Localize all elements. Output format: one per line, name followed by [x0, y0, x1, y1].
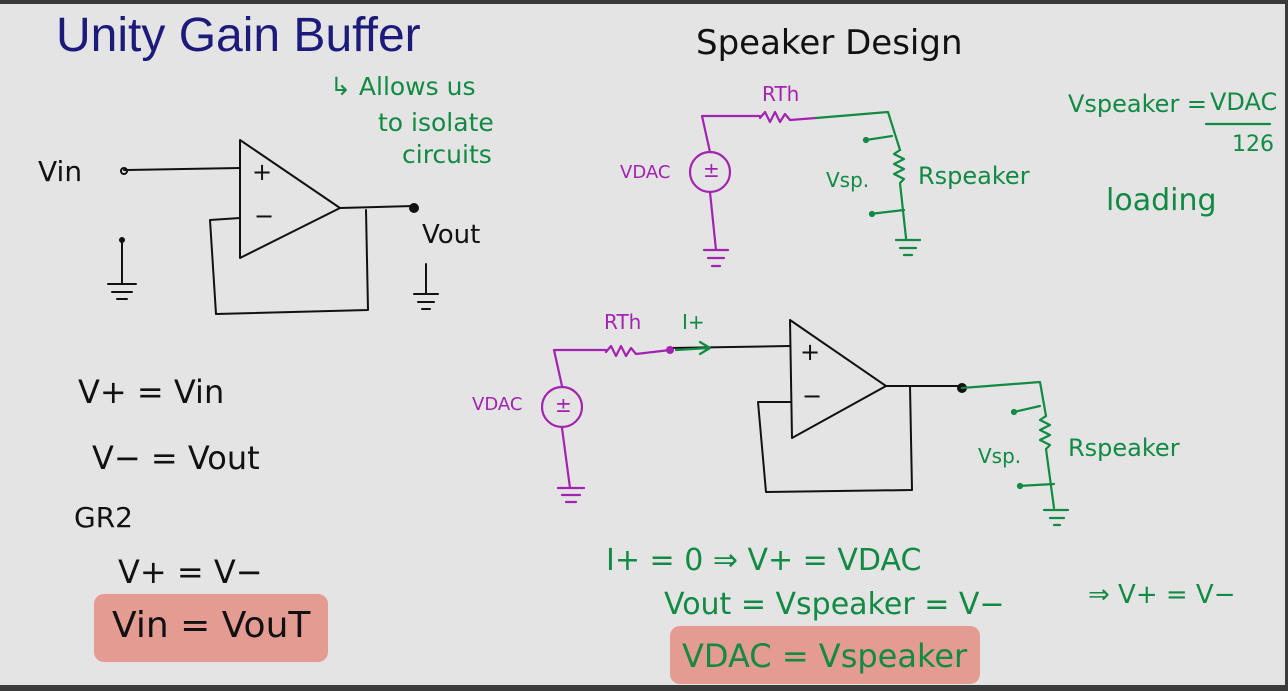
buffer-rspeaker-label: Rspeaker	[1068, 434, 1180, 462]
vin-label: Vin	[38, 155, 83, 188]
buffer-source-sign: ±	[555, 393, 572, 417]
equation-vminus: V− = Vout	[92, 439, 260, 477]
opamp-left-triangle	[239, 139, 341, 259]
vin-terminal	[120, 167, 128, 175]
vspeaker-formula-denominator: 126	[1232, 132, 1274, 157]
top-rspeaker-label: Rspeaker	[918, 162, 1030, 190]
top-source-wire	[700, 114, 762, 154]
vin-wire	[123, 167, 241, 171]
ground-right	[413, 263, 439, 310]
top-vdac-label: VDAC	[620, 162, 671, 183]
highlight-vdac-vspeaker	[670, 626, 980, 684]
buffer-feedback	[757, 385, 913, 493]
ground-left	[107, 239, 137, 300]
note-line-3: circuits	[402, 140, 492, 169]
bottom-rspeaker-resistor	[1038, 414, 1056, 510]
vout-terminal	[409, 203, 419, 213]
golden-rule-label: GR2	[74, 501, 133, 534]
opamp-buffer-plus: +	[800, 338, 821, 366]
bottom-rth-resistor	[604, 344, 672, 358]
buffer-vdac-label: VDAC	[472, 394, 523, 415]
vspeaker-formula-left: Vspeaker =	[1068, 90, 1208, 118]
top-rspeaker-resistor	[892, 148, 908, 240]
vspeaker-formula-numerator: VDAC	[1210, 88, 1278, 116]
top-speaker-ground	[894, 236, 922, 257]
equation-vplus-vminus: V+ = V−	[118, 553, 263, 591]
result-vin-vout: Vin = VouT	[112, 605, 311, 646]
bottom-speaker-ground	[1042, 508, 1070, 527]
window-right-edge	[1285, 0, 1288, 691]
top-vsp-label: Vsp.	[826, 168, 870, 192]
equation-vout-vspeaker: Vout = Vspeaker = V−	[664, 587, 1005, 622]
buffer-rth-label: RTh	[604, 310, 642, 334]
output-wire	[339, 205, 415, 209]
top-rth-resistor	[758, 110, 818, 124]
result-vdac-vspeaker: VDAC = Vspeaker	[682, 637, 968, 675]
buffer-input-wire	[669, 345, 791, 349]
iplus-arrow	[674, 340, 712, 356]
note-line-1: ↳ Allows us	[330, 72, 476, 101]
top-source-sign: ±	[703, 158, 720, 182]
opamp-left-plus: +	[252, 158, 273, 186]
loading-label: loading	[1106, 183, 1217, 218]
equation-iplus-zero: I+ = 0 ⇒ V+ = VDAC	[606, 543, 922, 578]
equation-implies-vplus-vminus: ⇒ V+ = V−	[1088, 580, 1236, 610]
window-top-edge	[0, 0, 1288, 4]
top-speaker-wire	[814, 110, 902, 152]
top-rth-label: RTh	[762, 82, 800, 106]
equation-vplus: V+ = Vin	[78, 373, 225, 411]
feedback-loop	[209, 209, 369, 315]
speaker-design-title: Speaker Design	[696, 23, 963, 63]
opamp-buffer-triangle	[789, 319, 887, 439]
bottom-speaker-wire	[960, 380, 1048, 418]
window-bottom-edge	[0, 685, 1288, 691]
note-line-2: to isolate	[378, 108, 494, 137]
buffer-vsp-label: Vsp.	[978, 444, 1022, 468]
highlight-vin-vout	[94, 594, 328, 662]
buffer-iplus-label: I+	[682, 310, 705, 334]
opamp-buffer-minus: −	[802, 382, 823, 410]
opamp-left-minus: −	[254, 202, 275, 230]
bottom-source-wire	[552, 348, 608, 388]
page-title: Unity Gain Buffer	[56, 9, 421, 62]
vout-label: Vout	[422, 220, 481, 250]
